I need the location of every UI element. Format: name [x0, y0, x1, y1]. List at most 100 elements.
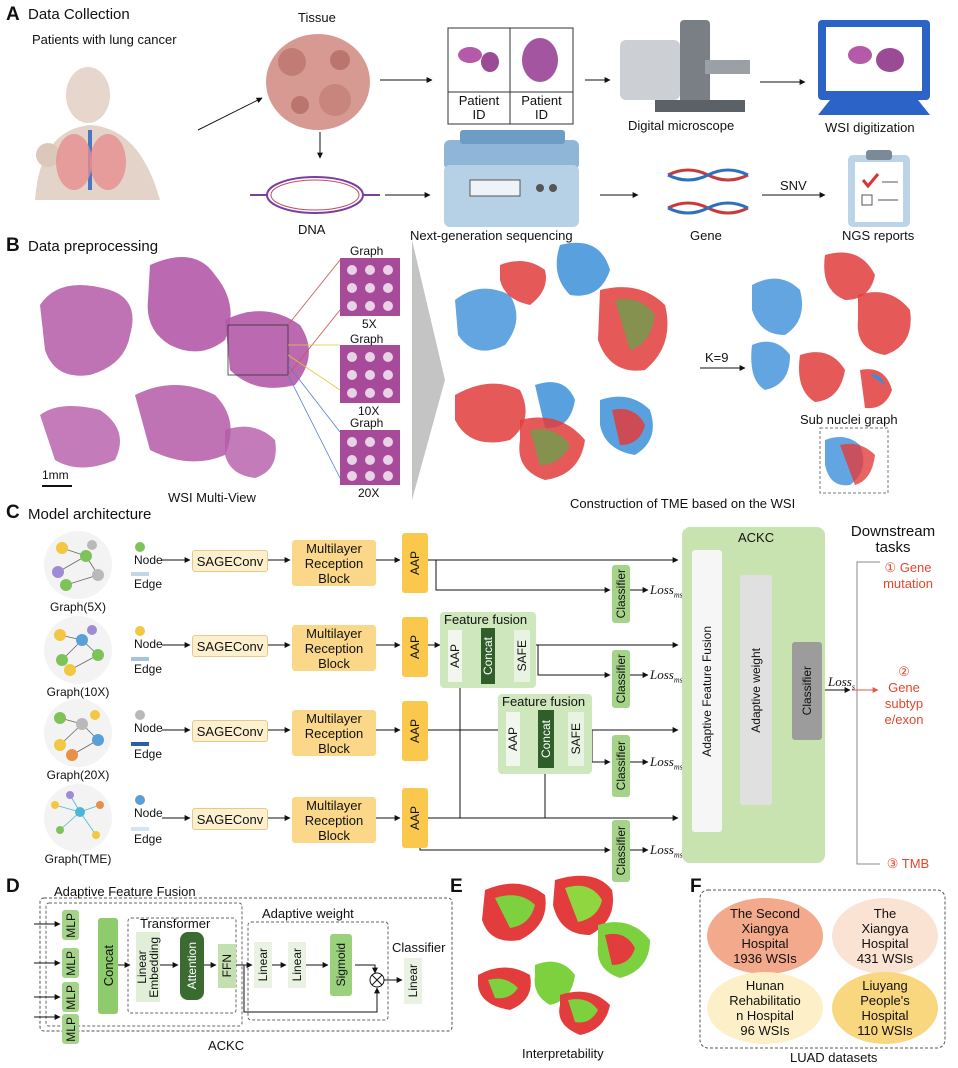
d-arrows: [34, 921, 403, 1020]
snv-label: SNV: [780, 178, 807, 193]
panel-f-letter: F: [690, 876, 702, 897]
mlp-3: MLP: [62, 982, 79, 1012]
graph-10x-label: Graph: [350, 332, 384, 346]
loss-ms-4: Lossms: [650, 842, 683, 860]
attention-block: Attention: [180, 932, 204, 1000]
graph-5x-mag: 5X: [362, 317, 377, 331]
d-classifier-label: Classifier: [392, 940, 446, 955]
loss-s: Losss: [828, 674, 855, 692]
ngs-label: Next-generation sequencing: [410, 228, 573, 243]
adaptive-feature-fusion-block: Adaptive Feature Fusion: [692, 550, 722, 832]
panel-c-letter: C: [6, 502, 20, 523]
slides: [447, 27, 574, 125]
dataset-hunan-rehab: Hunan Rehabilitatio n Hospital 96 WSIs: [707, 972, 823, 1044]
edge-label-3: Edge: [134, 747, 163, 761]
sageconv-4: SAGEConv: [192, 808, 268, 830]
sageconv-1: SAGEConv: [192, 550, 268, 572]
mrb-1: Multilayer Reception Block: [292, 540, 376, 586]
graph-tiles: [340, 258, 400, 485]
ffn-block: FFN: [218, 944, 236, 988]
graph-20x-mag: 20X: [358, 486, 380, 500]
interpretability-caption: Interpretability: [522, 1046, 604, 1061]
graph-20x-caption: Graph(20X): [46, 768, 110, 782]
patient-illustration: [35, 67, 160, 200]
edge-label-4: Edge: [134, 832, 163, 846]
panel-a-title: Data Collection: [28, 6, 130, 23]
graph-20x-label: Graph: [350, 416, 384, 430]
aw-linear-2: Linear: [288, 942, 306, 988]
scalebar-label: 1mm: [42, 468, 69, 482]
sub-nuclei-content: [825, 436, 875, 486]
arrow-patient-tissue: [197, 97, 263, 131]
datasets-frame: [699, 889, 946, 1049]
d-ackc-label: ACKC: [208, 1038, 245, 1053]
dna-circle: [250, 176, 380, 214]
sub-nuclei-label: Sub nuclei graph: [800, 412, 898, 427]
ff2-safe: SAFE: [568, 712, 584, 766]
patient-id-1: Patient ID: [458, 93, 500, 122]
ackc-classifier: Classifier: [792, 642, 822, 740]
zoom-lines: [287, 259, 341, 479]
d-concat: Concat: [98, 918, 118, 1014]
tme-image: [455, 242, 668, 480]
patient-id-2: Patient ID: [521, 93, 562, 122]
node-edge-legend: [131, 542, 149, 831]
task-gene-mutation: ① Gene mutation: [883, 560, 933, 591]
sageconv-3: SAGEConv: [192, 720, 268, 742]
flow-arrows: [162, 557, 851, 853]
classifier-1: Classifier: [612, 565, 630, 623]
node-label-3: Node: [134, 721, 163, 735]
tme-caption: Construction of TME based on the WSI: [570, 496, 796, 511]
graph-thumbnails: [44, 531, 112, 852]
sequencer-icon: [444, 130, 579, 227]
k-label: K=9: [705, 350, 729, 365]
transformer-label: Transformer: [140, 916, 211, 931]
loss-ms-2: Lossms: [650, 667, 683, 685]
edge-label-1: Edge: [134, 577, 163, 591]
task-gene-subtype: ② Gene subtyp e/exon: [884, 664, 924, 727]
downstream-bracket: [856, 561, 880, 865]
tissue-illustration: [266, 34, 370, 130]
mlp-4: MLP: [62, 1014, 79, 1044]
panel-c-title: Model architecture: [28, 506, 152, 523]
panel-e-letter: E: [450, 876, 463, 897]
mrb-2: Multilayer Reception Block: [292, 625, 376, 671]
graph-10x-mag: 10X: [358, 404, 380, 418]
d-classifier-linear: Linear: [404, 958, 422, 1004]
node-label-2: Node: [134, 637, 163, 651]
sigmoid-block: Sigmoid: [330, 934, 352, 996]
ngs-reports-label: NGS reports: [842, 228, 915, 243]
mrb-4: Multilayer Reception Block: [292, 797, 376, 843]
ff2-aap: AAP: [506, 712, 520, 766]
graph-10x-caption: Graph(10X): [46, 685, 110, 699]
wsi-multiview-label: WSI Multi-View: [168, 490, 256, 505]
panel-a-letter: A: [6, 4, 20, 25]
graph-5x-label: Graph: [350, 244, 384, 258]
node-label-4: Node: [134, 806, 163, 820]
transition-arrow: [412, 240, 445, 500]
ff2-concat: Concat: [538, 710, 554, 768]
adaptive-weight-label: Adaptive weight: [262, 906, 354, 921]
ff1-concat: Concat: [481, 628, 495, 684]
edge-label-2: Edge: [134, 662, 163, 676]
aap-2: AAP: [402, 617, 428, 677]
aff-title: Adaptive Feature Fusion: [54, 884, 196, 899]
aap-3: AAP: [402, 701, 428, 761]
aff-frame: [45, 902, 243, 1027]
node-label-1: Node: [134, 553, 163, 567]
feature-fusion-1-label: Feature fusion: [444, 612, 528, 627]
dataset-xiangya: The Xiangya Hospital 431 WSIs: [832, 898, 938, 974]
tme-k9-image: [751, 252, 911, 409]
dataset-liuyang: Liuyang People's Hospital 110 WSIs: [832, 972, 938, 1044]
monitor-icon: [818, 20, 930, 115]
adaptive-weight-block: Adaptive weight: [740, 575, 772, 805]
aw-frame: [247, 921, 389, 1021]
panel-d-letter: D: [6, 876, 20, 897]
classifier-2: Classifier: [612, 650, 630, 708]
gene-icon: [667, 168, 749, 215]
feature-fusion-2-label: Feature fusion: [502, 694, 586, 709]
graph-tme-caption: Graph(TME): [44, 852, 112, 866]
aap-1: AAP: [402, 533, 428, 593]
